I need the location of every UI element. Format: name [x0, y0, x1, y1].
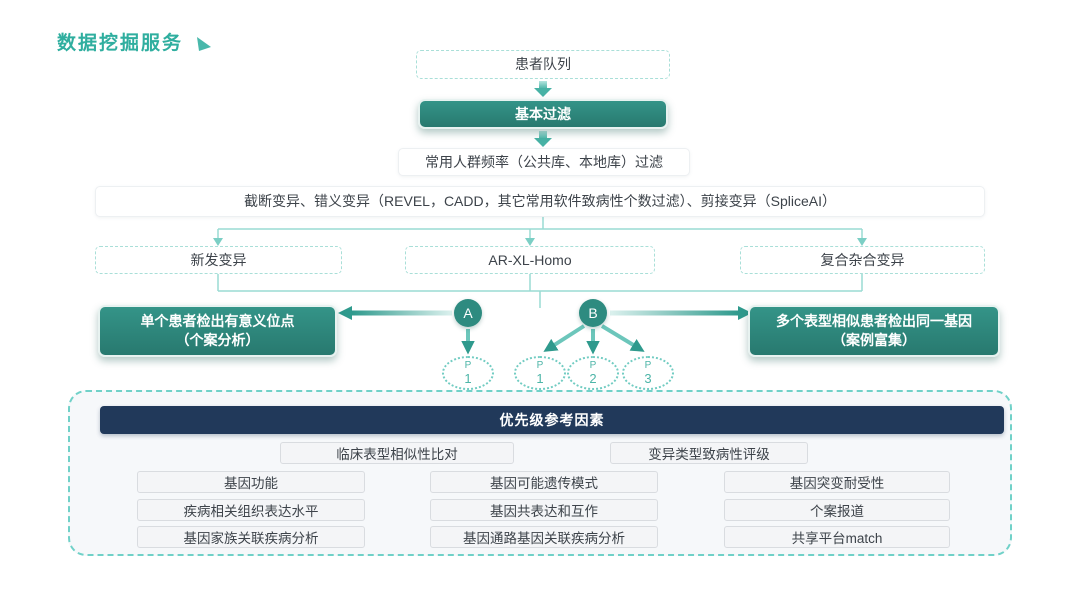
patient-tag: P [589, 360, 597, 371]
result-right-line1: 多个表型相似患者检出同一基因 [776, 313, 972, 329]
patient-number: 2 [589, 371, 597, 386]
arrow-b-to-right-result [610, 306, 752, 320]
result-right-line2: （案例富集） [832, 332, 916, 348]
basic-filter-node: 基本过滤 [418, 99, 668, 129]
patient-tag: P [536, 360, 544, 371]
factor-pathway-gene-disease-box: 基因通路基因关联疾病分析 [430, 526, 658, 548]
multi-patient-result-node: 多个表型相似患者检出同一基因 （案例富集） [748, 305, 1000, 357]
patient-ellipse-a-p1: P 1 [442, 356, 494, 390]
single-patient-result-node: 单个患者检出有意义位点 （个案分析） [98, 305, 337, 357]
factor-case-report-box: 个案报道 [724, 499, 950, 521]
arrow-basic-to-freq [534, 131, 552, 147]
title-pointer-icon [197, 37, 211, 51]
result-left-line2: （个案分析） [175, 332, 260, 348]
variant-type-filter-node: 截断变异、错义变异（REVEL，CADD，其它常用软件致病性个数过滤）、剪接变异… [95, 186, 985, 217]
patient-tag: P [644, 360, 652, 371]
factor-tissue-expression-box: 疾病相关组织表达水平 [137, 499, 365, 521]
factor-coexpression-interaction-box: 基因共表达和互作 [430, 499, 658, 521]
patient-number: 3 [644, 371, 652, 386]
factor-gene-function-box: 基因功能 [137, 471, 365, 493]
patient-number: 1 [464, 371, 472, 386]
node-b-circle: B [579, 299, 607, 327]
arrow-cohort-to-basic [534, 81, 552, 97]
patient-ellipse-b-p3: P 3 [622, 356, 674, 390]
result-left-line1: 单个患者检出有意义位点 [140, 313, 295, 329]
priority-factors-panel: 优先级参考因素 临床表型相似性比对 变异类型致病性评级 基因功能 基因可能遗传模… [68, 390, 1012, 556]
branch-denovo-node: 新发变异 [95, 246, 342, 274]
branch-arrowheads [213, 238, 867, 246]
clinical-phenotype-similarity-box: 临床表型相似性比对 [280, 442, 514, 464]
branch-compound-het-node: 复合杂合变异 [740, 246, 985, 274]
patient-cohort-node: 患者队列 [416, 50, 670, 79]
factor-sharing-platform-match-box: 共享平台match [724, 526, 950, 548]
patient-tag: P [464, 360, 472, 371]
arrow-a-to-left-result [338, 306, 452, 320]
priority-factors-header: 优先级参考因素 [100, 406, 1004, 434]
branch-ar-xl-homo-node: AR-XL-Homo [405, 246, 655, 274]
patient-ellipse-b-p2: P 2 [567, 356, 619, 390]
variant-pathogenicity-rating-box: 变异类型致病性评级 [610, 442, 808, 464]
factor-mutation-tolerance-box: 基因突变耐受性 [724, 471, 950, 493]
page-title: 数据挖掘服务 [57, 33, 184, 54]
patient-number: 1 [536, 371, 544, 386]
branch-connector [217, 217, 863, 239]
patient-ellipse-b-p1: P 1 [514, 356, 566, 390]
arrows-to-patients [461, 324, 645, 355]
factor-gene-family-disease-box: 基因家族关联疾病分析 [137, 526, 365, 548]
population-frequency-filter-node: 常用人群频率（公共库、本地库）过滤 [398, 148, 690, 176]
merge-connector [217, 274, 863, 308]
node-a-circle: A [454, 299, 482, 327]
factor-inheritance-mode-box: 基因可能遗传模式 [430, 471, 658, 493]
